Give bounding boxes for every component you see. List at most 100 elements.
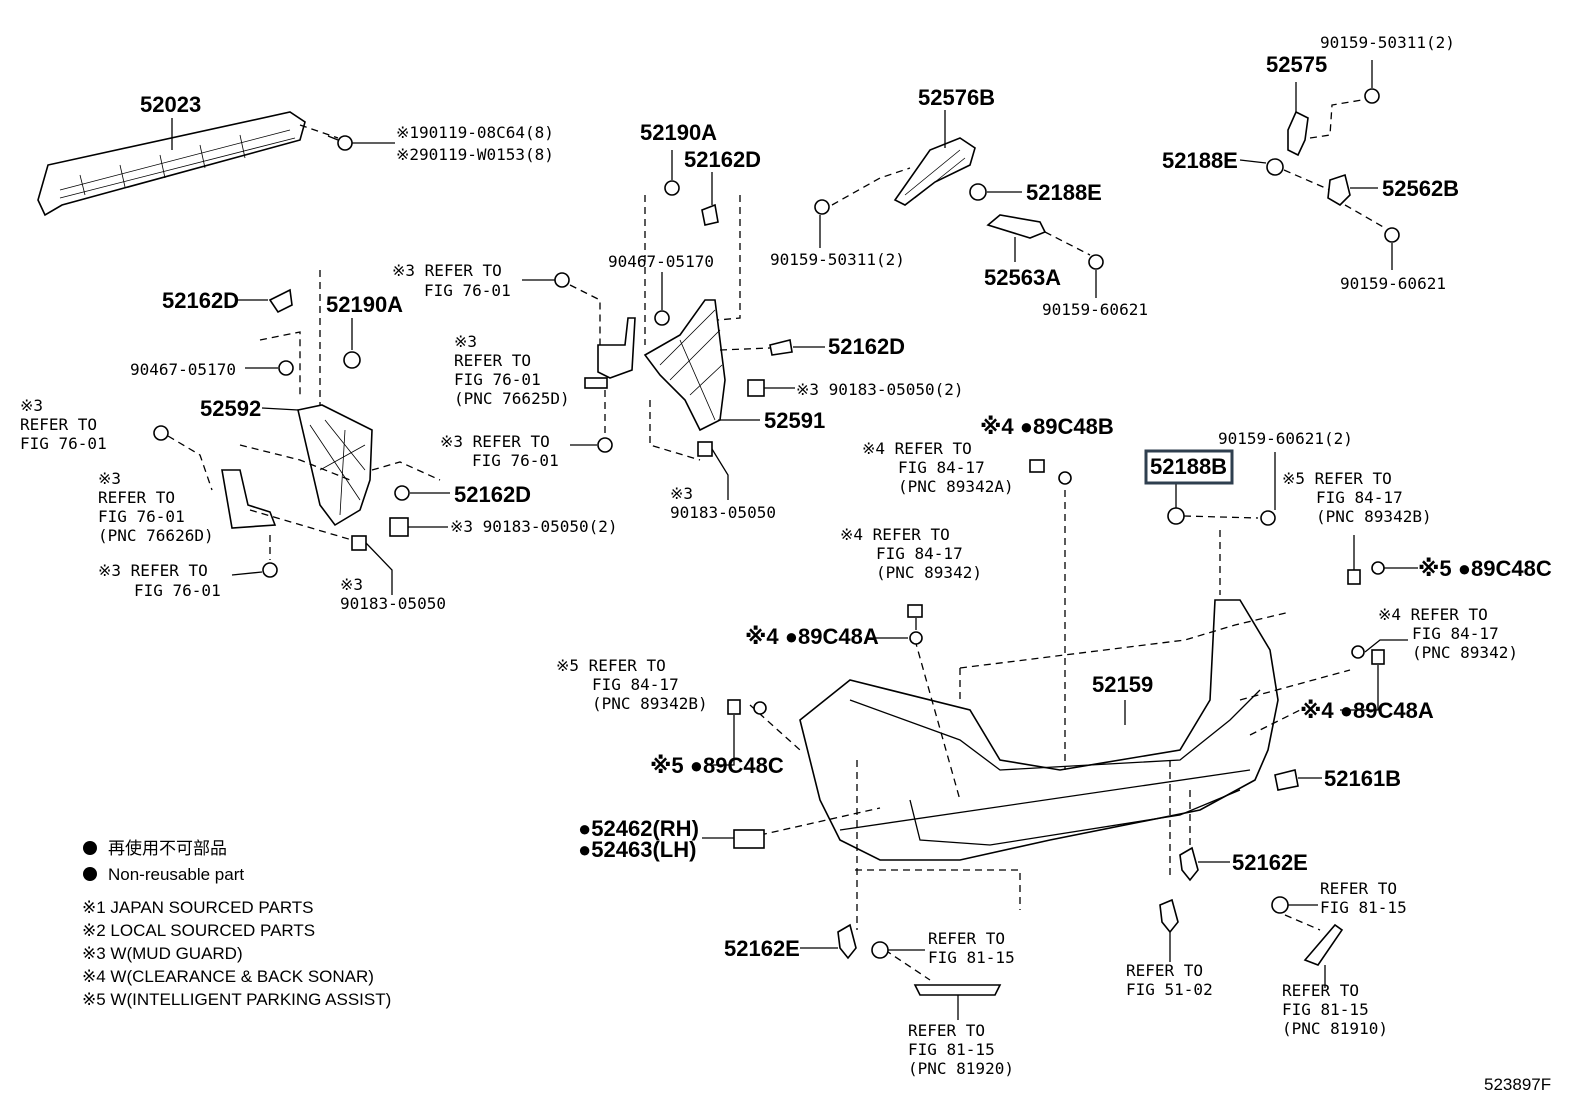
label-90159-50311-right[interactable]: 90159-50311(2) [1320, 33, 1455, 52]
clip-52162e-icons [800, 846, 1230, 962]
legend-note-5: ※5 W(INTELLIGENT PARKING ASSIST) [82, 990, 391, 1009]
label-52563a[interactable]: 52563A [984, 265, 1061, 290]
label-90159-60621-right[interactable]: 90159-60621 [1340, 274, 1446, 293]
clip-52188b-icon [1167, 452, 1276, 526]
nut-52190a-left-icon [343, 318, 361, 369]
label-52162d-center[interactable]: 52162D [828, 334, 905, 359]
clip-52188e-mid-icon [969, 183, 1022, 201]
clip-52190a-top-icon [644, 150, 680, 345]
ref-center2-c: FIG 76-01 [454, 370, 541, 389]
ref-bottom3-a: REFER TO [1126, 961, 1203, 980]
bracket-52575-drawing [1239, 60, 1400, 270]
reflector-parts-icons [871, 896, 1344, 1020]
label-52576b[interactable]: 52576B [918, 85, 995, 110]
label-90467-center[interactable]: 90467-05170 [608, 252, 714, 271]
cap-52161b-icon [1274, 769, 1322, 791]
label-90183-left[interactable]: ※3 90183-05050(2) [450, 517, 618, 536]
label-90159-60621-b[interactable]: 90159-60621(2) [1218, 429, 1353, 448]
clip-52162d-left2-icon [371, 461, 450, 501]
label-52591[interactable]: 52591 [764, 408, 825, 433]
label-89c48a-left[interactable]: ※4 ●89C48A [745, 624, 879, 649]
legend: 再使用不可部品 Non-reusable part ※1 JAPAN SOURC… [82, 838, 391, 1009]
label-52592[interactable]: 52592 [200, 396, 261, 421]
ref-left3-b: FIG 76-01 [134, 581, 221, 600]
ref-sonar1-c: (PNC 89342A) [898, 477, 1014, 496]
ref-sonar5-c: (PNC 89342) [1412, 643, 1518, 662]
label-52562b[interactable]: 52562B [1382, 176, 1459, 201]
ref-left2-d: (PNC 76626D) [98, 526, 214, 545]
ref-center2-d: (PNC 76625D) [454, 389, 570, 408]
label-52188b[interactable]: 52188B [1150, 454, 1227, 479]
ref-sonar3-c: (PNC 89342B) [592, 694, 708, 713]
label-52161b[interactable]: 52161B [1324, 766, 1401, 791]
ref-left2-a: ※3 [98, 469, 121, 488]
label-52159[interactable]: 52159 [1092, 672, 1153, 697]
label-90183-center2b[interactable]: 90183-05050 [670, 503, 776, 522]
label-52162d-left[interactable]: 52162D [162, 288, 239, 313]
label-90467-left[interactable]: 90467-05170 [130, 360, 236, 379]
bullet-icon [83, 867, 97, 881]
label-89c48b[interactable]: ※4 ●89C48B [980, 414, 1114, 439]
ref-sonar2-a: ※4 REFER TO [840, 525, 950, 544]
bracket-52591-drawing [643, 299, 760, 461]
label-90183-left2a[interactable]: ※3 [340, 575, 363, 594]
label-90183-center2a[interactable]: ※3 [670, 484, 693, 503]
legend-note-2: ※2 LOCAL SOURCED PARTS [82, 921, 315, 940]
label-52462[interactable]: ●52462(RH) [578, 816, 699, 841]
screw-90467-center-icon [654, 272, 670, 326]
bracket-52592-drawing [259, 270, 373, 527]
ref-left2-b: REFER TO [98, 488, 175, 507]
label-89c48c-left[interactable]: ※5 ●89C48C [650, 753, 784, 778]
legend-note-4: ※4 W(CLEARANCE & BACK SONAR) [82, 967, 374, 986]
mudguard-center-drawing [570, 317, 636, 453]
screw-90467-left-icon [245, 360, 294, 376]
ref-left2-c: FIG 76-01 [98, 507, 185, 526]
label-bolt-2[interactable]: ※290119-W0153(8) [396, 145, 554, 164]
label-bolt-1[interactable]: ※190119-08C64(8) [396, 123, 554, 142]
ref-center1-b: FIG 76-01 [424, 281, 511, 300]
part-labels: 52023 ※190119-08C64(8) ※290119-W0153(8) … [20, 33, 1552, 1078]
ref-sonar5-b: FIG 84-17 [1412, 624, 1499, 643]
label-52575[interactable]: 52575 [1266, 52, 1327, 77]
ref-bottom1-b: FIG 81-15 [928, 948, 1015, 967]
ref-bottom5-b: FIG 81-15 [1282, 1000, 1369, 1019]
ref-bottom2-a: REFER TO [908, 1021, 985, 1040]
bumper-cover-drawing [749, 490, 1351, 981]
label-89c48a-right[interactable]: ※4 ●89C48A [1300, 698, 1434, 723]
nut-90183-left-icon [249, 509, 448, 595]
label-90183-center[interactable]: ※3 90183-05050(2) [796, 380, 964, 399]
label-52188e-mid[interactable]: 52188E [1026, 180, 1102, 205]
ref-left1-a: ※3 [20, 396, 43, 415]
label-52023[interactable]: 52023 [140, 92, 201, 117]
label-52162d-top[interactable]: 52162D [684, 147, 761, 172]
legend-note-3: ※3 W(MUD GUARD) [82, 944, 243, 963]
label-90183-left2b[interactable]: 90183-05050 [340, 594, 446, 613]
ref-sonar3-a: ※5 REFER TO [556, 656, 666, 675]
label-52162d-left2[interactable]: 52162D [454, 482, 531, 507]
label-52463[interactable]: ●52463(LH) [578, 837, 696, 862]
ref-sonar4-a: ※5 REFER TO [1282, 469, 1392, 488]
ref-center3-a: ※3 REFER TO [440, 432, 550, 451]
ref-bottom4-b: FIG 81-15 [1320, 898, 1407, 917]
ref-bottom4-a: REFER TO [1320, 879, 1397, 898]
label-90159-50311-mid[interactable]: 90159-50311(2) [770, 250, 905, 269]
legend-bullet-jp: 再使用不可部品 [108, 838, 227, 858]
label-89c48c-right[interactable]: ※5 ●89C48C [1418, 556, 1552, 581]
sensor-parts-icons [710, 459, 1418, 766]
legend-bullet-en: Non-reusable part [108, 865, 244, 884]
ref-bottom2-b: FIG 81-15 [908, 1040, 995, 1059]
ref-sonar4-b: FIG 84-17 [1316, 488, 1403, 507]
label-52188e-right[interactable]: 52188E [1162, 148, 1238, 173]
ref-center3-b: FIG 76-01 [472, 451, 559, 470]
label-52162e-right[interactable]: 52162E [1232, 850, 1308, 875]
ref-sonar2-b: FIG 84-17 [876, 544, 963, 563]
label-52162e-left[interactable]: 52162E [724, 936, 800, 961]
label-52190a-left[interactable]: 52190A [326, 292, 403, 317]
label-90159-60621-mid[interactable]: 90159-60621 [1042, 300, 1148, 319]
ref-sonar1-b: FIG 84-17 [898, 458, 985, 477]
bolt-reinforcement-icon [299, 124, 395, 151]
ref-center2-a: ※3 [454, 332, 477, 351]
label-52190a-top[interactable]: 52190A [640, 120, 717, 145]
bracket-52563a-drawing [819, 214, 1104, 298]
